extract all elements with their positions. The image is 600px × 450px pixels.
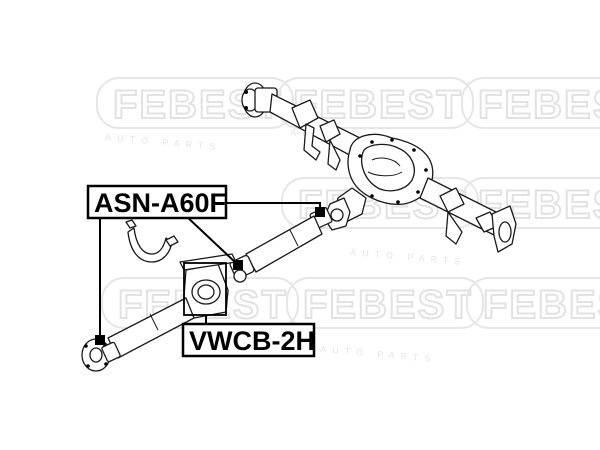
watermark-subtext: AUTO PARTS [105,132,222,152]
marker-rear-joint [315,207,325,217]
callout-asn-a60f: ASN-A60F [86,184,228,220]
propeller-shaft-rear [229,197,351,283]
watermark-subtext: AUTO PARTS [320,344,437,364]
leader-lines [95,202,325,345]
rear-axle-assembly [241,82,517,253]
marker-middle-joint [233,260,243,270]
differential-housing [347,133,434,205]
propeller-shaft-front [81,297,195,372]
spring-pad-left [291,99,319,129]
center-support-bearing [179,253,237,319]
marker-front-joint [95,335,105,345]
watermark-brand: FEBEST [478,83,600,127]
watermark-3: FEBEST [461,77,600,129]
callout-asn-a60f-label: ASN-A60F [94,188,226,218]
callout-vwcb-2h: VWCB-2H [181,322,316,358]
leader-asn-to-middle-joint [184,214,237,264]
watermark-7: FEBEST [286,277,484,329]
bearing-bracket [125,219,179,263]
watermark-8: FEBEST [466,277,600,329]
callout-vwcb-2h-label: VWCB-2H [189,326,315,356]
watermark-brand: FEBEST [303,283,473,327]
watermark-subtext: AUTO PARTS [350,247,467,267]
watermark-brand: FEBEST [483,283,600,327]
